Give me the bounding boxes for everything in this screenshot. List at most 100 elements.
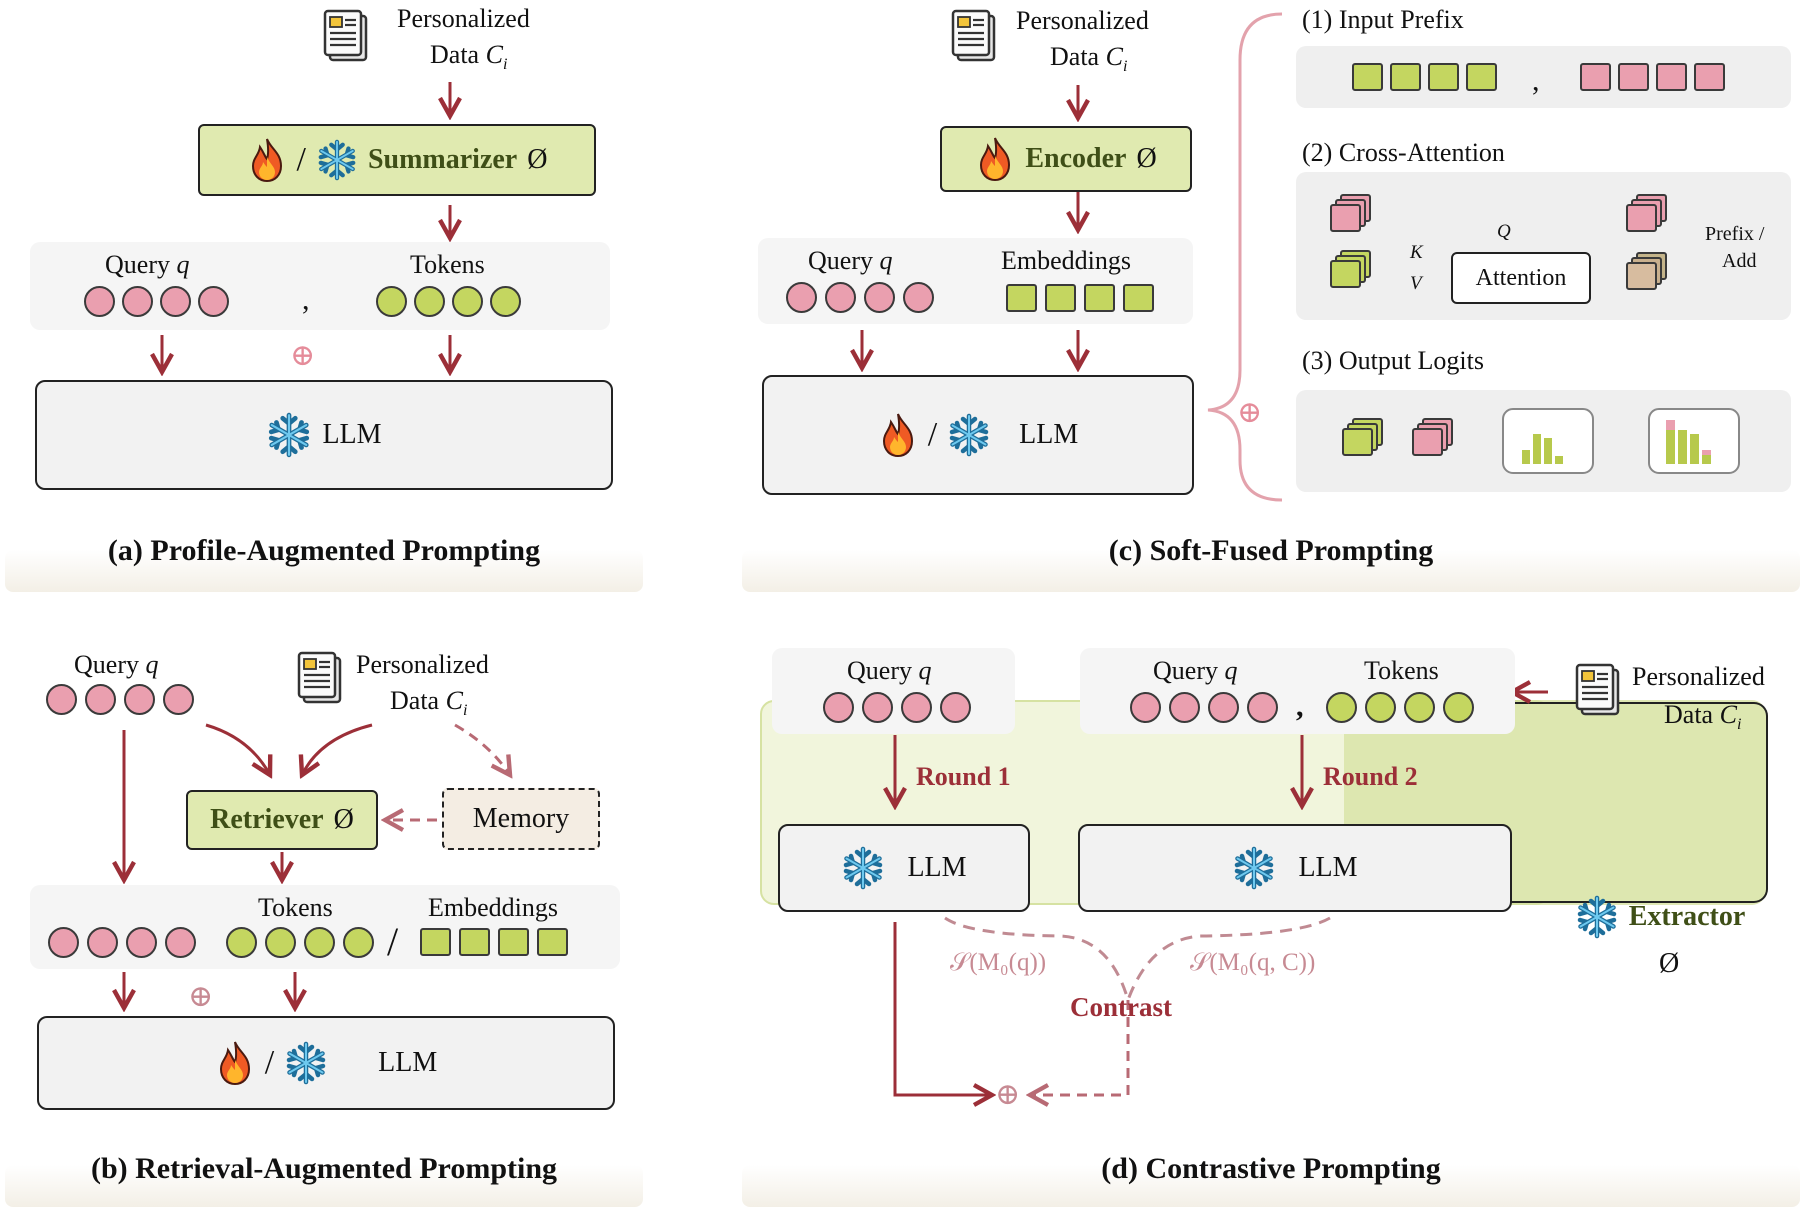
- query-token: [1208, 692, 1239, 723]
- option-cross-attention: (2) Cross-Attention: [1302, 138, 1505, 167]
- document-icon: [296, 650, 346, 706]
- prefix-query-token: [1580, 63, 1611, 91]
- round-1-label: Round 1: [916, 762, 1011, 791]
- caption-bar-d: [742, 1165, 1800, 1207]
- encoder-label: Encoder: [1025, 143, 1127, 174]
- query-token: [901, 692, 932, 723]
- llm-label: LLM: [1298, 852, 1358, 883]
- retrieved-token: [304, 927, 335, 958]
- prefix-embedding: [1352, 63, 1383, 91]
- query-label-a: Query q: [105, 250, 190, 279]
- personalized-data-label-d: Data Ci: [1664, 700, 1742, 734]
- query-token: [786, 282, 817, 313]
- prefix-add-label-1: Prefix /: [1705, 223, 1765, 245]
- query-token: [124, 684, 155, 715]
- query-token: [1169, 692, 1200, 723]
- query-token: [903, 282, 934, 313]
- bar-chart-icon: [1502, 408, 1594, 474]
- query-token: [160, 286, 191, 317]
- memory-box: Memory: [442, 788, 600, 850]
- query-token: [126, 927, 157, 958]
- profile-token: [414, 286, 445, 317]
- comma: ,: [1532, 64, 1540, 97]
- query-token: [165, 927, 196, 958]
- profile-token: [1443, 692, 1474, 723]
- query-token: [1130, 692, 1161, 723]
- query-token: [163, 684, 194, 715]
- summarizer-module: / Summarizer Ø: [198, 124, 596, 196]
- k-label: K: [1410, 242, 1423, 263]
- query-label-c: Query q: [808, 246, 893, 275]
- snowflake-icon: [284, 1041, 328, 1085]
- llm-label: LLM: [378, 1047, 438, 1078]
- profile-token: [1326, 692, 1357, 723]
- output-stack-top: [1626, 204, 1657, 232]
- fire-icon: [878, 412, 918, 458]
- retrieved-token: [265, 927, 296, 958]
- concat-symbol-a: ⊕: [290, 339, 316, 372]
- tokens-label-a: Tokens: [410, 250, 485, 279]
- extractor-empty-set: Ø: [1659, 948, 1680, 979]
- profile-token: [1404, 692, 1435, 723]
- score-left-label: 𝒮(M₀(q)): [950, 949, 1047, 976]
- output-stack-mixed: [1626, 262, 1657, 290]
- encoder-module: Encoder Ø: [940, 126, 1192, 192]
- query-stack: [1330, 204, 1361, 232]
- personalized-data-label-b: Data Ci: [390, 686, 468, 720]
- retrieved-token: [226, 927, 257, 958]
- caption-bar-c: [742, 550, 1800, 592]
- query-token: [85, 684, 116, 715]
- caption-a: (a) Profile-Augmented Prompting: [107, 534, 541, 567]
- comma: ,: [302, 283, 310, 316]
- llm-box-d1: LLM: [778, 824, 1030, 912]
- query-label-b: Query q: [74, 650, 159, 679]
- embedding-token: [459, 928, 490, 956]
- slash: /: [264, 1044, 275, 1081]
- profile-token: [452, 286, 483, 317]
- query-token: [48, 927, 79, 958]
- query-token: [825, 282, 856, 313]
- document-icon: [322, 8, 372, 64]
- slash: /: [927, 416, 938, 453]
- query-token: [940, 692, 971, 723]
- tokens-label-d: Tokens: [1364, 656, 1439, 685]
- llm-box-b: / LLM: [37, 1016, 615, 1110]
- fire-icon: [247, 137, 287, 183]
- personalized-label-b: Personalized: [356, 650, 489, 679]
- snowflake-icon: [1575, 895, 1619, 939]
- query-token: [46, 684, 77, 715]
- combine-symbol-d: ⊕: [995, 1078, 1021, 1111]
- attention-box: Attention: [1451, 252, 1591, 304]
- query-token: [1247, 692, 1278, 723]
- profile-token: [490, 286, 521, 317]
- caption-bar-a: [5, 550, 643, 592]
- snowflake-icon: [266, 412, 312, 458]
- caption-bar-b: [5, 1165, 643, 1207]
- summarizer-label: Summarizer: [367, 144, 518, 175]
- query-token: [122, 286, 153, 317]
- fire-icon: [975, 136, 1015, 182]
- query-token: [862, 692, 893, 723]
- query-label-d1: Query q: [847, 656, 932, 685]
- option-output-logits: (3) Output Logits: [1302, 346, 1484, 375]
- prefix-add-label-2: Add: [1722, 250, 1757, 272]
- snowflake-icon: [316, 139, 358, 181]
- prefix-query-token: [1656, 63, 1687, 91]
- embedding-stack: [1330, 260, 1361, 288]
- option-input-prefix: (1) Input Prefix: [1302, 5, 1464, 34]
- concat-symbol-b: ⊕: [188, 980, 214, 1013]
- round-2-label: Round 2: [1323, 762, 1418, 791]
- score-right-label: 𝒮(M₀(q, C)): [1190, 949, 1316, 976]
- llm-label: LLM: [322, 419, 382, 450]
- query-panel-d: [772, 648, 1015, 734]
- v-label: V: [1410, 273, 1422, 294]
- embedding-token: [1084, 284, 1115, 312]
- concat-symbol-c: ⊕: [1237, 396, 1263, 429]
- query-token: [823, 692, 854, 723]
- comma: ,: [1296, 690, 1304, 723]
- document-icon: [1574, 662, 1624, 718]
- contrast-label: Contrast: [1070, 992, 1172, 1022]
- retriever-label: Retriever: [210, 804, 324, 835]
- prefix-query-token: [1618, 63, 1649, 91]
- query-stack: [1412, 428, 1443, 456]
